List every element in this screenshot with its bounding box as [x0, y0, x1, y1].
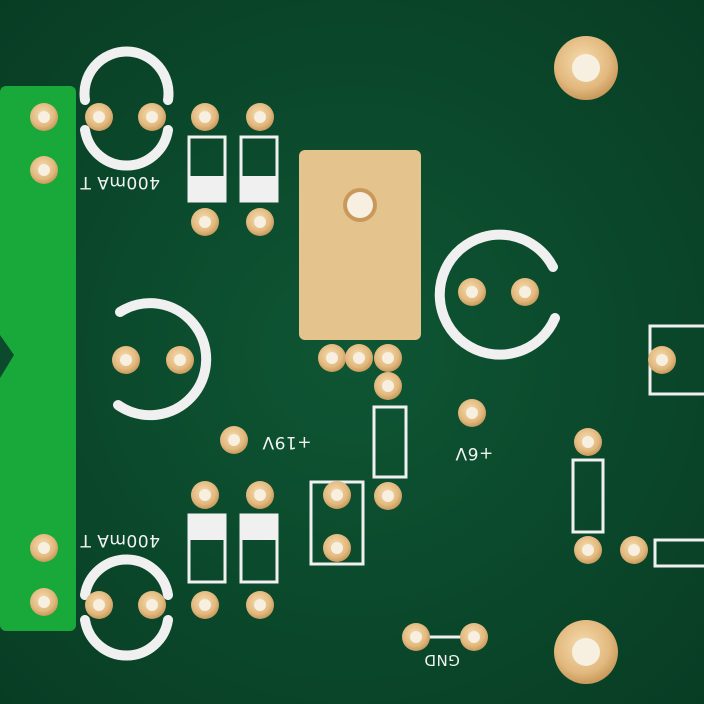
pad-hole-29 — [199, 489, 211, 501]
pad-hole-6 — [199, 216, 211, 228]
pad-hole-23 — [628, 544, 640, 556]
pad-hole-9 — [174, 354, 186, 366]
silk-resistor-1 — [372, 405, 408, 479]
silk-cap-left — [113, 298, 212, 421]
through-hole-pads — [30, 103, 676, 651]
pad-hole-10 — [466, 286, 478, 298]
pad-hole-15 — [382, 380, 394, 392]
label-6v: +6V — [455, 443, 494, 463]
pad-hole-2 — [93, 111, 105, 123]
silk-box-3 — [653, 538, 704, 568]
pad-hole-1 — [38, 164, 50, 176]
label-19v: +19V — [262, 432, 312, 452]
silk-diode-bands — [189, 176, 277, 540]
pad-hole-26 — [38, 596, 50, 608]
pad-hole-20 — [331, 542, 343, 554]
pad-hole-16 — [382, 490, 394, 502]
label-fuse-top: 400mA T — [80, 172, 160, 192]
pad-hole-4 — [199, 111, 211, 123]
copper-pour-notch — [0, 335, 14, 378]
copper-pour-left — [0, 86, 76, 631]
pad-hole-30 — [254, 489, 266, 501]
regulator-tab-pad — [299, 150, 421, 340]
pad-hole-0 — [38, 111, 50, 123]
pad-hole-8 — [120, 354, 132, 366]
silk-fuse-top-lower-arc — [80, 125, 173, 171]
mounting-holes — [343, 36, 618, 684]
pad-hole-19 — [331, 489, 343, 501]
label-fuse-bottom: 400mA T — [80, 530, 160, 550]
silk-fuse-top-upper-arc — [79, 46, 174, 105]
pad-hole-25 — [38, 542, 50, 554]
pad-hole-31 — [199, 599, 211, 611]
pad-hole-21 — [582, 436, 594, 448]
pad-hole-28 — [146, 599, 158, 611]
silk-resistor-2 — [571, 458, 605, 534]
pad-hole-18 — [466, 407, 478, 419]
pad-hole-14 — [382, 352, 394, 364]
pad-hole-17 — [228, 434, 240, 446]
pad-hole-33 — [410, 631, 422, 643]
silk-cap-right — [434, 229, 560, 360]
pad-hole-24 — [656, 354, 668, 366]
pad-hole-11 — [519, 286, 531, 298]
silk-fuse-bottom-upper-arc — [80, 554, 173, 600]
pad-hole-27 — [93, 599, 105, 611]
label-gnd: GND — [424, 651, 460, 669]
pad-hole-22 — [582, 544, 594, 556]
pad-hole-34 — [468, 631, 480, 643]
silk-fuse-bottom-lower-arc — [80, 615, 173, 661]
pad-hole-12 — [326, 352, 338, 364]
silk-fuse-outlines — [79, 46, 560, 661]
pad-hole-3 — [146, 111, 158, 123]
pad-hole-13 — [353, 352, 365, 364]
pad-hole-7 — [254, 216, 266, 228]
pad-hole-32 — [254, 599, 266, 611]
pad-hole-5 — [254, 111, 266, 123]
